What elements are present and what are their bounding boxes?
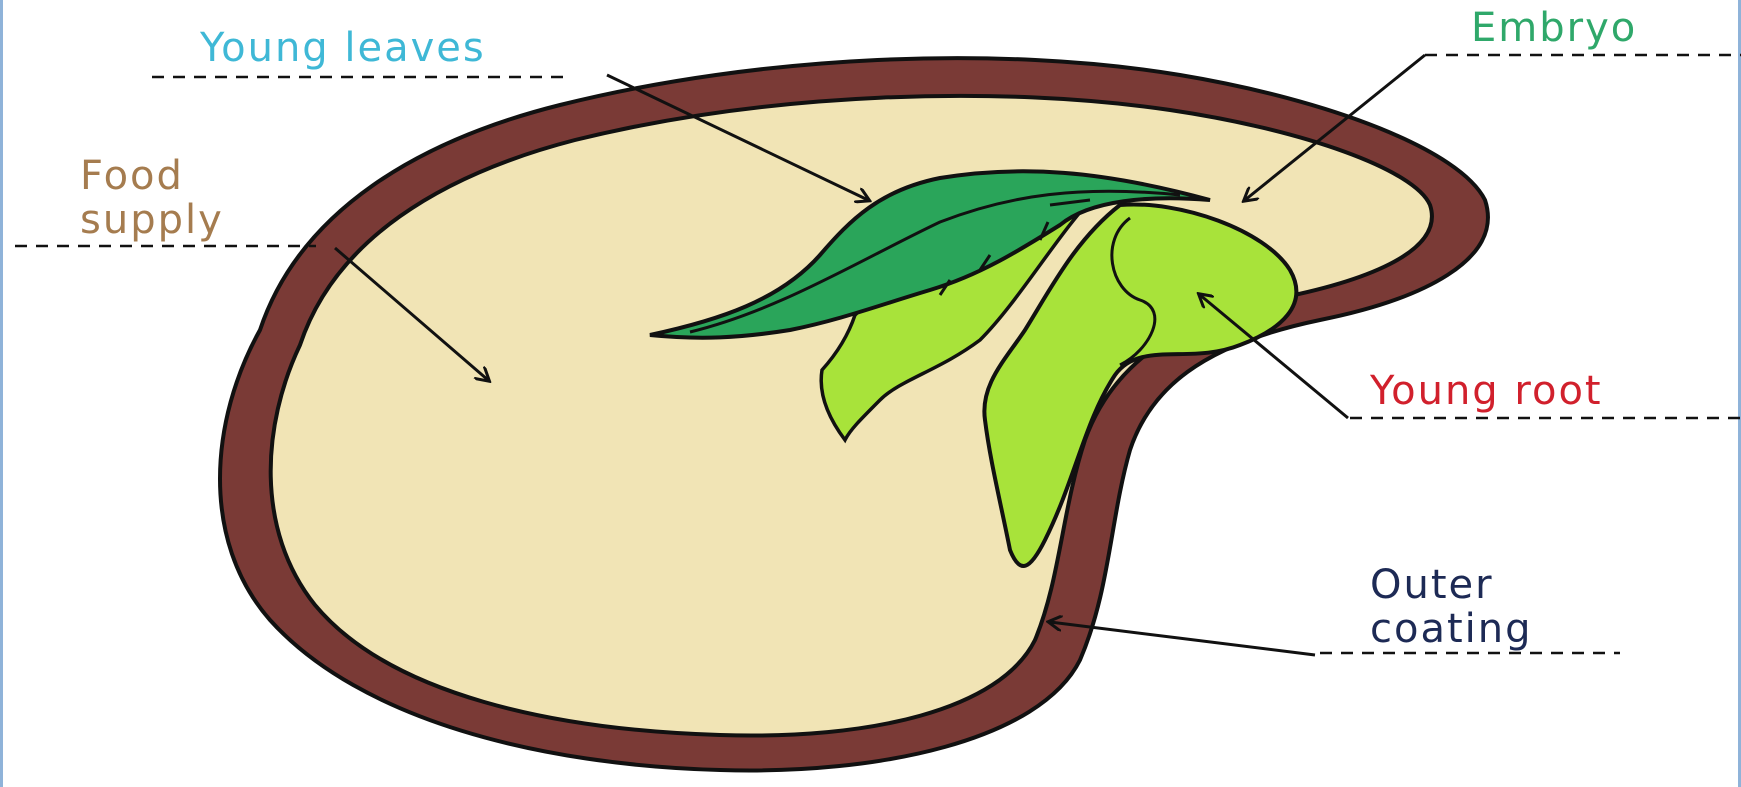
label-food-supply: Food supply xyxy=(80,154,224,242)
label-outer-coating: Outer coating xyxy=(1370,563,1533,651)
label-embryo: Embryo xyxy=(1471,6,1637,50)
label-young-root: Young root xyxy=(1370,369,1603,413)
label-young-leaves: Young leaves xyxy=(200,26,486,70)
